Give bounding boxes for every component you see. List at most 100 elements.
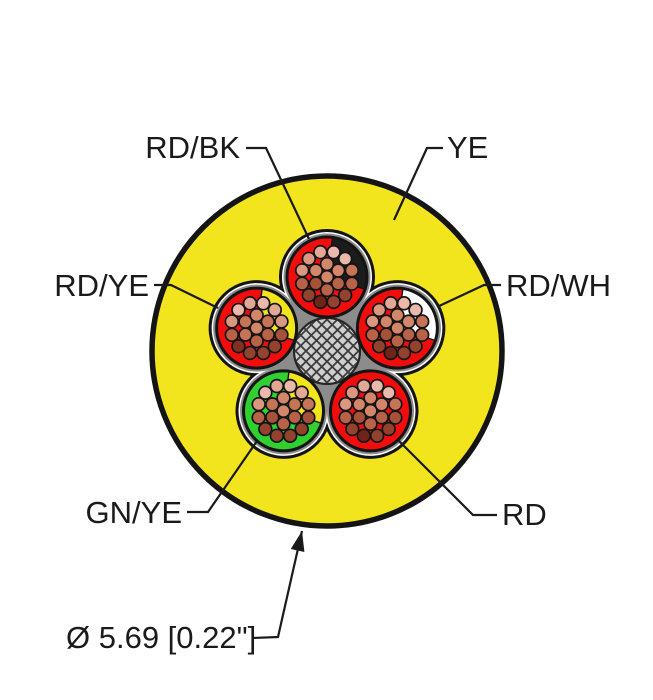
label-rd: RD <box>502 497 547 532</box>
copper-strand <box>287 410 302 425</box>
copper-strand <box>388 410 403 425</box>
copper-strand <box>260 314 276 329</box>
leader-rd-wh <box>436 283 501 308</box>
label-rd-wh: RD/WH <box>506 268 611 303</box>
copper-strand <box>356 428 372 443</box>
conductor-gn-ye-outline <box>242 369 326 453</box>
copper-strand <box>308 263 324 278</box>
copper-strand <box>369 428 385 443</box>
copper-strand <box>256 345 271 361</box>
copper-strand <box>378 314 394 329</box>
copper-strand <box>388 396 403 412</box>
copper-strand <box>338 396 353 412</box>
leader-ye <box>393 146 443 221</box>
copper-strand <box>383 296 398 311</box>
copper-strand <box>326 294 341 310</box>
copper-strand <box>242 296 258 311</box>
copper-strand <box>337 287 353 303</box>
copper-strand <box>396 345 412 361</box>
copper-strand <box>231 339 246 354</box>
copper-strand <box>269 428 285 443</box>
hatch-line <box>328 318 360 384</box>
label-diameter: Ø 5.69 [0.22"] <box>66 620 256 655</box>
copper-strand <box>249 333 264 349</box>
copper-strand <box>390 333 405 349</box>
diameter-arrow <box>251 530 305 640</box>
copper-strand <box>381 421 396 437</box>
copper-strand <box>238 327 253 342</box>
copper-strand <box>301 410 316 425</box>
callout-rd-ye: RD/YE <box>54 268 219 309</box>
copper-strand <box>319 256 335 272</box>
label-rd-bk: RD/BK <box>145 130 240 165</box>
copper-strand <box>294 276 310 291</box>
copper-strand <box>337 251 353 267</box>
copper-strand <box>401 314 416 329</box>
copper-strand <box>408 302 423 318</box>
copper-strand <box>330 276 346 291</box>
conductor-rd-wh <box>355 286 439 370</box>
copper-strand <box>345 385 360 400</box>
copper-strand <box>274 314 289 329</box>
copper-strand <box>414 314 430 329</box>
copper-strand <box>274 327 289 343</box>
copper-strand <box>401 327 416 342</box>
copper-strand <box>301 287 317 303</box>
copper-strand <box>369 378 385 394</box>
copper-strand <box>276 416 291 432</box>
copper-strand <box>294 385 309 400</box>
copper-strand <box>381 385 396 400</box>
copper-strand <box>396 296 412 311</box>
conductor-gn-ye <box>242 369 326 453</box>
copper-strand <box>374 397 389 412</box>
hatch-line <box>296 318 360 384</box>
leader-rd <box>398 440 497 517</box>
callout-diameter: Ø 5.69 [0.22"] <box>66 530 305 655</box>
copper-strand <box>301 251 317 267</box>
conductor-rd <box>328 369 412 453</box>
conductor-rd-ye-outline <box>215 286 299 370</box>
label-ye: YE <box>447 130 488 165</box>
conductors <box>215 235 439 453</box>
copper-strand <box>344 263 360 278</box>
copper-strand <box>258 385 273 400</box>
copper-strand <box>294 421 309 437</box>
label-rd-ye: RD/YE <box>54 268 149 303</box>
copper-strand <box>356 378 372 394</box>
hatch-line <box>317 318 360 384</box>
copper-strand <box>313 244 328 260</box>
label-gn-ye: GN/YE <box>86 495 182 530</box>
copper-strand <box>251 410 266 425</box>
copper-strand <box>258 421 273 437</box>
copper-strand <box>344 276 360 291</box>
copper-strand <box>251 396 266 412</box>
copper-strand <box>294 263 310 278</box>
callout-rd-bk: RD/BK <box>145 130 310 240</box>
conductor-rd-bk-outline <box>285 235 369 319</box>
copper-strand <box>352 410 367 425</box>
callout-rd-wh: RD/WH <box>436 268 611 308</box>
conductor-rd-wh-strands <box>365 296 430 361</box>
copper-strand <box>352 397 367 412</box>
copper-strand <box>371 302 387 318</box>
copper-strand <box>282 428 298 443</box>
conductor-rd-outline <box>328 369 412 453</box>
copper-strand <box>345 421 360 437</box>
conductor-rd-ye-strands <box>224 296 289 361</box>
copper-strand <box>414 327 430 343</box>
copper-strand <box>269 378 285 394</box>
copper-strand <box>276 390 291 406</box>
copper-strand <box>378 327 394 342</box>
conductor-rd-bk <box>285 235 369 319</box>
conductor-rd-bk-strands <box>294 244 360 310</box>
copper-strand <box>330 263 346 278</box>
conductor-rd-ye <box>215 286 299 370</box>
copper-strand <box>301 396 316 412</box>
copper-strand <box>365 314 380 329</box>
copper-strand <box>242 345 258 361</box>
conductor-rd-wh-outline <box>355 286 439 370</box>
copper-strand <box>319 282 335 298</box>
copper-strand <box>363 390 378 406</box>
copper-strand <box>308 276 324 291</box>
